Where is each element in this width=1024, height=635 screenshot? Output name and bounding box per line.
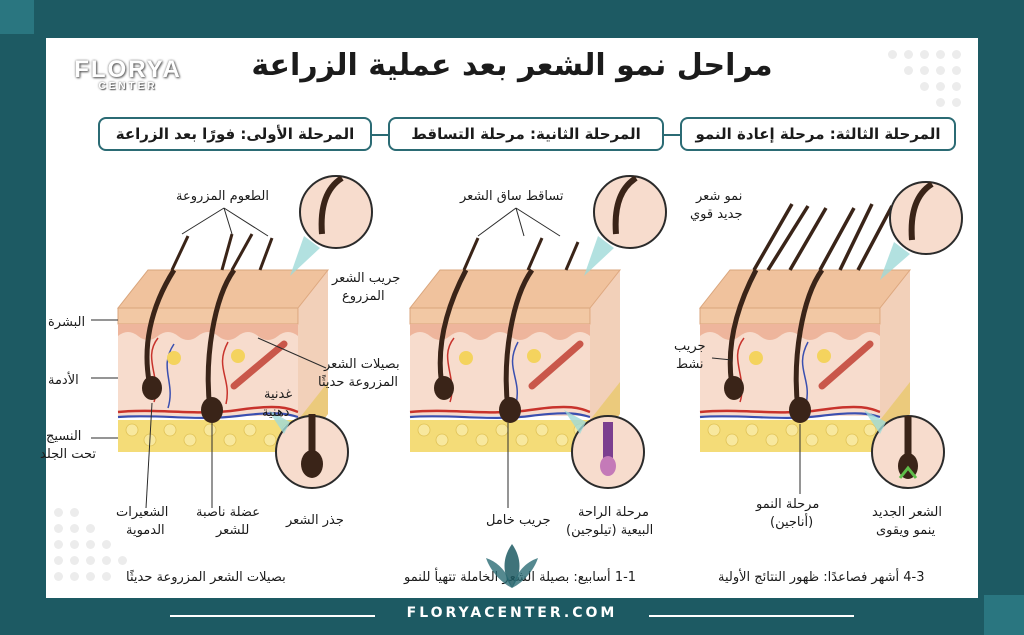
label-epidermis: البشرة — [48, 315, 86, 330]
label-arrector-muscle-2: للشعر — [216, 523, 250, 538]
label-telogen-1: مرحلة الراحة — [578, 505, 649, 520]
label-dormant-follicle: جريب خامل — [486, 513, 551, 528]
caption-stage-3: 4-3 أشهر فصاعدًا: ظهور النتائج الأولية — [718, 570, 925, 585]
stage-3-label: المرحلة الثالثة: مرحلة إعادة النمو — [680, 117, 956, 151]
label-capillaries-1: الشعيرات — [116, 505, 169, 520]
decorative-dots-bottom — [54, 508, 134, 598]
label-new-hair-strong-1: الشعر الجديد — [872, 505, 942, 520]
logo-name: FLORYA — [74, 56, 182, 83]
label-subcutaneous-2: تحت الجلد — [40, 447, 96, 462]
label-capillaries-2: الدموية — [126, 523, 165, 538]
label-implanted-grafts: الطعوم المزروعة — [176, 189, 269, 204]
label-hair-root: جذر الشعر — [286, 513, 344, 528]
label-new-growth-2: جديد قوي — [690, 207, 743, 222]
decorative-dots-top — [888, 50, 968, 120]
infographic-card: FLORYA CENTER مراحل نمو الشعر بعد عملية … — [40, 38, 978, 598]
label-anagen-1: مرحلة النمو — [756, 497, 820, 512]
lotus-emblem — [486, 544, 538, 588]
label-new-bulbs-1: بصيلات الشعر — [324, 357, 400, 372]
caption-stage-1: بصيلات الشعر المزروعة حديثًا — [126, 570, 286, 585]
hair-growth-illustration — [91, 175, 963, 509]
label-arrector-muscle-1: عضلة ناصبة — [196, 505, 260, 520]
label-shaft-shedding: تساقط ساق الشعر — [460, 189, 564, 204]
label-telogen-2: البيعية (تيلوجين) — [566, 523, 654, 538]
brand-logo: FLORYA CENTER — [68, 56, 188, 92]
frame-accent-bottom-right — [984, 595, 1024, 635]
label-implanted-follicle-1: جريب الشعر — [332, 271, 401, 286]
panel-2-skin — [408, 175, 667, 489]
label-implanted-follicle-2: المزروع — [342, 289, 385, 304]
panel-1-skin — [116, 175, 373, 489]
label-active-follicle-2: نشط — [676, 357, 704, 372]
label-new-bulbs-2: المزروعة حديثًا — [318, 375, 399, 390]
label-anagen-2: (أناجين) — [770, 515, 814, 530]
pointer-lines — [91, 207, 801, 509]
label-active-follicle-1: جريب — [674, 339, 706, 354]
frame-accent-top-left — [0, 0, 34, 34]
stage-connector — [664, 134, 680, 136]
label-sebaceous-2: دهنية — [262, 405, 290, 420]
label-dermis: الأدمة — [48, 373, 79, 388]
page-title: مراحل نمو الشعر بعد عملية الزراعة — [251, 48, 773, 83]
footer-rule-right — [649, 615, 854, 617]
stage-2-label: المرحلة الثانية: مرحلة التساقط — [388, 117, 664, 151]
label-new-hair-strong-2: ينمو ويقوى — [876, 523, 936, 538]
footer-rule-left — [170, 615, 375, 617]
footer-url[interactable]: FLORYACENTER.COM — [406, 605, 618, 621]
label-subcutaneous-1: النسيج — [46, 429, 82, 444]
panel-3-skin — [698, 181, 963, 489]
stage-1-label: المرحلة الأولى: فورًا بعد الزراعة — [98, 117, 372, 151]
label-sebaceous-1: غدنية — [264, 387, 293, 402]
label-new-growth-1: نمو شعر — [696, 189, 743, 204]
footer: FLORYACENTER.COM — [0, 605, 1024, 621]
logo-sub: CENTER — [98, 81, 158, 92]
stage-connector — [372, 134, 388, 136]
